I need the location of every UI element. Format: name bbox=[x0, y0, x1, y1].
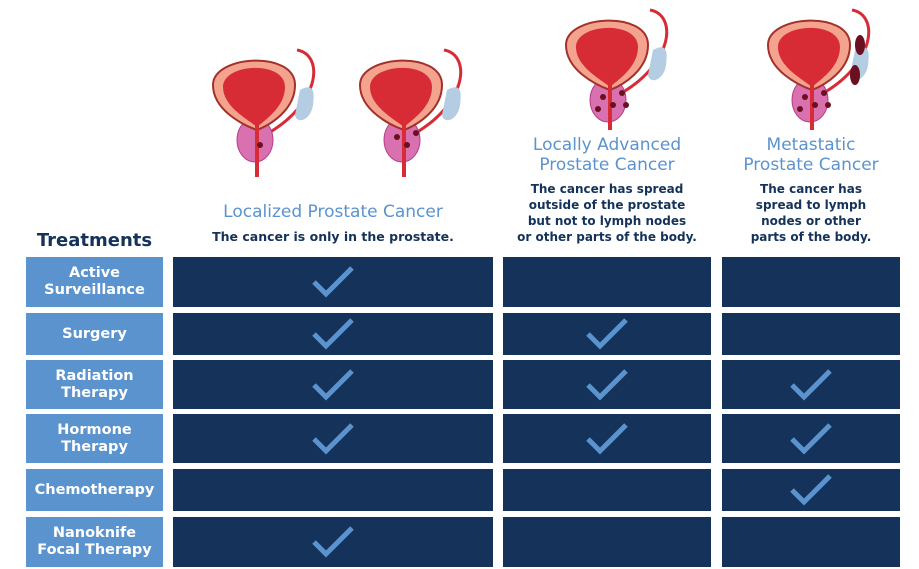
table-cell bbox=[173, 517, 493, 567]
column-title-locally-advanced: Locally Advanced Prostate Cancer bbox=[532, 135, 682, 175]
table-cell bbox=[503, 517, 711, 567]
column-description-localized: The cancer is only in the prostate. bbox=[212, 229, 454, 244]
treatment-label-chemotherapy: Chemotherapy bbox=[26, 469, 163, 511]
table-cell bbox=[722, 313, 900, 355]
prostate-illustration-localized-1 bbox=[205, 45, 325, 184]
table-cell bbox=[722, 360, 900, 409]
table-cell bbox=[503, 414, 711, 463]
column-description-metastatic: The cancer has spread to lymph nodes or … bbox=[750, 182, 872, 244]
checkmark-icon bbox=[312, 422, 354, 455]
column-title-metastatic: Metastatic Prostate Cancer bbox=[743, 135, 879, 175]
table-cell bbox=[503, 360, 711, 409]
prostate-illustration-metastatic bbox=[760, 5, 880, 137]
checkmark-icon bbox=[586, 422, 628, 455]
table-cell bbox=[722, 257, 900, 307]
table-cell bbox=[173, 469, 493, 511]
treatments-header: Treatments bbox=[36, 230, 153, 251]
table-cell bbox=[722, 469, 900, 511]
checkmark-icon bbox=[312, 318, 354, 350]
table-cell bbox=[722, 414, 900, 463]
column-description-locally-advanced: The cancer has spread outside of the pro… bbox=[517, 182, 697, 244]
table-cell bbox=[722, 517, 900, 567]
checkmark-icon bbox=[790, 474, 832, 506]
checkmark-icon bbox=[790, 422, 832, 455]
treatment-label-surgery: Surgery bbox=[26, 313, 163, 355]
table-cell bbox=[173, 414, 493, 463]
prostate-illustration-locally-advanced bbox=[558, 5, 678, 137]
table-cell bbox=[173, 313, 493, 355]
table-cell bbox=[503, 469, 711, 511]
checkmark-icon bbox=[586, 368, 628, 401]
treatment-label-nanoknife-focal-therapy: Nanoknife Focal Therapy bbox=[26, 517, 163, 567]
checkmark-icon bbox=[312, 266, 354, 298]
checkmark-icon bbox=[586, 318, 628, 350]
table-cell bbox=[173, 257, 493, 307]
treatment-label-hormone-therapy: Hormone Therapy bbox=[26, 414, 163, 463]
treatment-label-radiation-therapy: Radiation Therapy bbox=[26, 360, 163, 409]
checkmark-icon bbox=[312, 526, 354, 558]
table-cell bbox=[503, 257, 711, 307]
prostate-illustration-localized-2 bbox=[352, 45, 472, 184]
column-title-localized: Localized Prostate Cancer bbox=[223, 202, 443, 222]
table-cell bbox=[173, 360, 493, 409]
checkmark-icon bbox=[312, 368, 354, 401]
treatment-label-active-surveillance: Active Surveillance bbox=[26, 257, 163, 307]
checkmark-icon bbox=[790, 368, 832, 401]
table-cell bbox=[503, 313, 711, 355]
